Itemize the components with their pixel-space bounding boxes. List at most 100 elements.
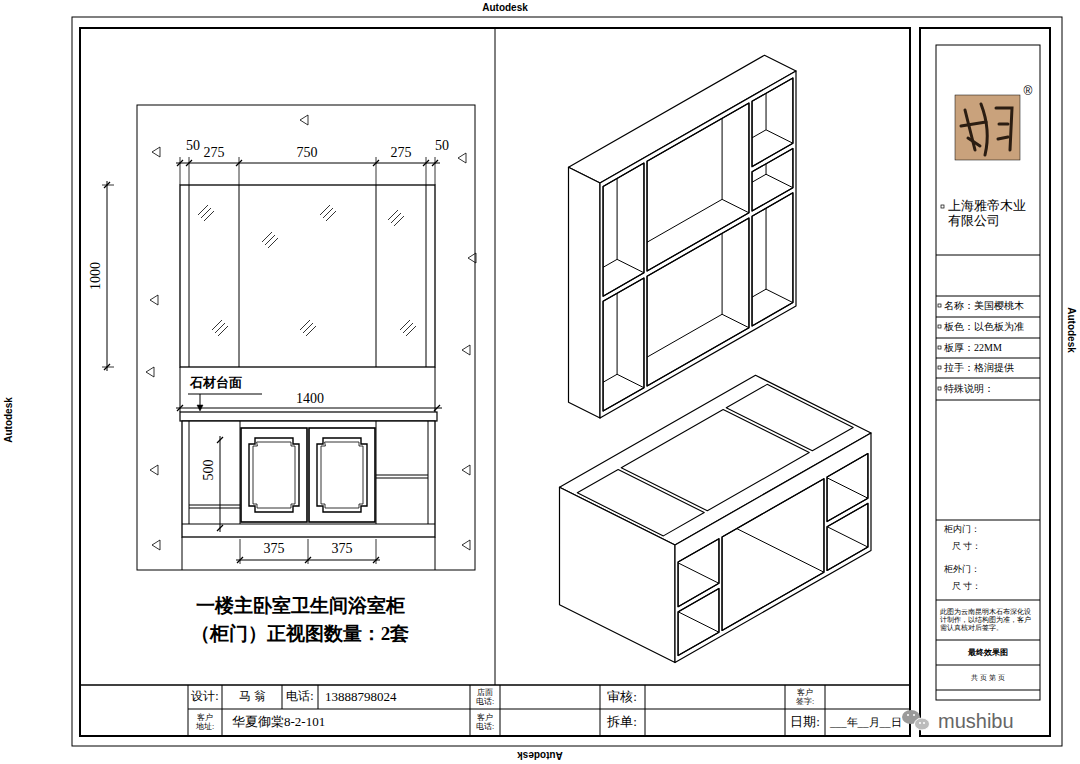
dimension-tick: [236, 160, 242, 166]
dimension-tick: [186, 160, 192, 166]
logo-stroke: [996, 108, 1012, 150]
interior-edge: [757, 448, 758, 492]
interior-edge: [576, 259, 617, 282]
bullet-square: [941, 205, 944, 208]
icon-eye: [919, 722, 921, 724]
interior-edge: [722, 205, 723, 315]
glass-hatch: [300, 320, 310, 330]
dimension-value: 1400: [296, 391, 324, 407]
wechat-icon: [902, 710, 930, 730]
table-line: [936, 640, 1040, 641]
interior-edge: [722, 90, 723, 200]
dimension-value: 375: [332, 541, 353, 557]
interior-edge: [766, 174, 793, 187]
extension-line: [239, 157, 240, 185]
registered-mark: ®: [1024, 85, 1033, 99]
cabinet-interior: [725, 64, 793, 153]
cabinet-opening-edge: [752, 193, 793, 326]
cabinet-shelf: [189, 505, 240, 506]
glass-hatch: [326, 211, 336, 221]
interior-edge: [608, 483, 609, 528]
table-cell: 日期:: [790, 715, 820, 730]
icon-eye: [923, 722, 925, 724]
table-line: [188, 685, 189, 736]
cabinet-shelf: [376, 478, 428, 479]
cabinet-leg: [182, 537, 183, 570]
table-line: [188, 709, 910, 710]
bullet-square: [938, 346, 941, 349]
interior-edge: [766, 130, 793, 143]
company-name: 上海雅帝木业有限公司: [948, 199, 1032, 229]
interior-edge: [766, 135, 767, 174]
spec-field: 尺 寸：: [952, 581, 981, 591]
table-line: [282, 685, 283, 709]
niche-line: [180, 367, 181, 412]
table-line: [936, 665, 1040, 666]
cad-watermark: Autodesk: [517, 749, 563, 761]
dimension-value: 50: [186, 138, 200, 154]
cabinet-shelf: [376, 475, 428, 476]
top-rail-opening: [726, 384, 853, 450]
glass-hatch: [391, 213, 401, 223]
glass-hatch: [204, 211, 214, 221]
interior-edge: [611, 517, 713, 575]
dimension-tick: [434, 405, 440, 411]
stone-countertop: [180, 412, 437, 421]
leader-line: [200, 394, 201, 406]
dimension-tick: [432, 160, 438, 166]
table-line: [825, 685, 826, 736]
glass-hatch: [215, 323, 225, 333]
interior-edge: [722, 199, 749, 212]
logo-stroke: [998, 137, 1008, 139]
logo-stroke: [965, 110, 975, 150]
dimension-value: 500: [201, 460, 217, 481]
spec-field: 共 页 第 页: [971, 674, 1004, 682]
wall-hatch-mark: [462, 465, 470, 475]
cabinet-door: [309, 428, 375, 522]
table-cell: 拆单:: [607, 715, 637, 730]
wall-hatch-mark: [468, 253, 476, 263]
icon-eye: [907, 714, 909, 716]
table-cell: 华夏御棠8-2-101: [232, 715, 325, 730]
dimension-value: 50: [435, 138, 449, 154]
dimension-tick: [373, 557, 379, 563]
table-line: [222, 685, 223, 736]
dimension-line: [176, 408, 442, 409]
interior-edge: [757, 398, 758, 443]
table-line: [936, 338, 1040, 339]
glass-hatch: [388, 210, 398, 220]
bullet-square: [938, 387, 941, 390]
glass-hatch: [212, 320, 222, 330]
table-line: [470, 685, 471, 736]
dimension-tick: [217, 525, 223, 531]
cabinet-opening-edge: [647, 218, 749, 386]
door-panel: [317, 438, 367, 512]
logo-stroke: [999, 123, 1008, 126]
logo-stroke: [968, 138, 980, 146]
dimension-tick: [305, 557, 311, 563]
table-cell: 店面电话:: [475, 688, 495, 706]
cabinet-opening: [752, 193, 793, 326]
wall-hatch-mark: [150, 295, 158, 305]
glass-hatch: [303, 323, 313, 333]
extension-line: [102, 367, 114, 368]
cabinet-side-face: [569, 167, 601, 418]
interior-edge: [766, 179, 767, 289]
door-panel: [249, 438, 299, 512]
cabinet-interior: [567, 533, 719, 632]
wall-outline: [137, 105, 475, 570]
extension-line: [102, 185, 114, 186]
cabinet-shelf: [189, 508, 240, 509]
glass-hatch: [265, 235, 275, 245]
extension-line: [376, 157, 377, 185]
glass-hatch: [394, 216, 404, 226]
dimension-tick: [423, 160, 429, 166]
wall-hatch-mark: [152, 147, 160, 157]
interior-edge: [567, 528, 608, 551]
interior-edge: [608, 577, 719, 632]
sheet-frame: [72, 17, 1062, 746]
interior-edge: [766, 64, 767, 129]
dimension-tick: [237, 557, 243, 563]
spec-field: 名称：美国樱桃木: [944, 300, 1024, 312]
cabinet-interior: [567, 483, 719, 583]
